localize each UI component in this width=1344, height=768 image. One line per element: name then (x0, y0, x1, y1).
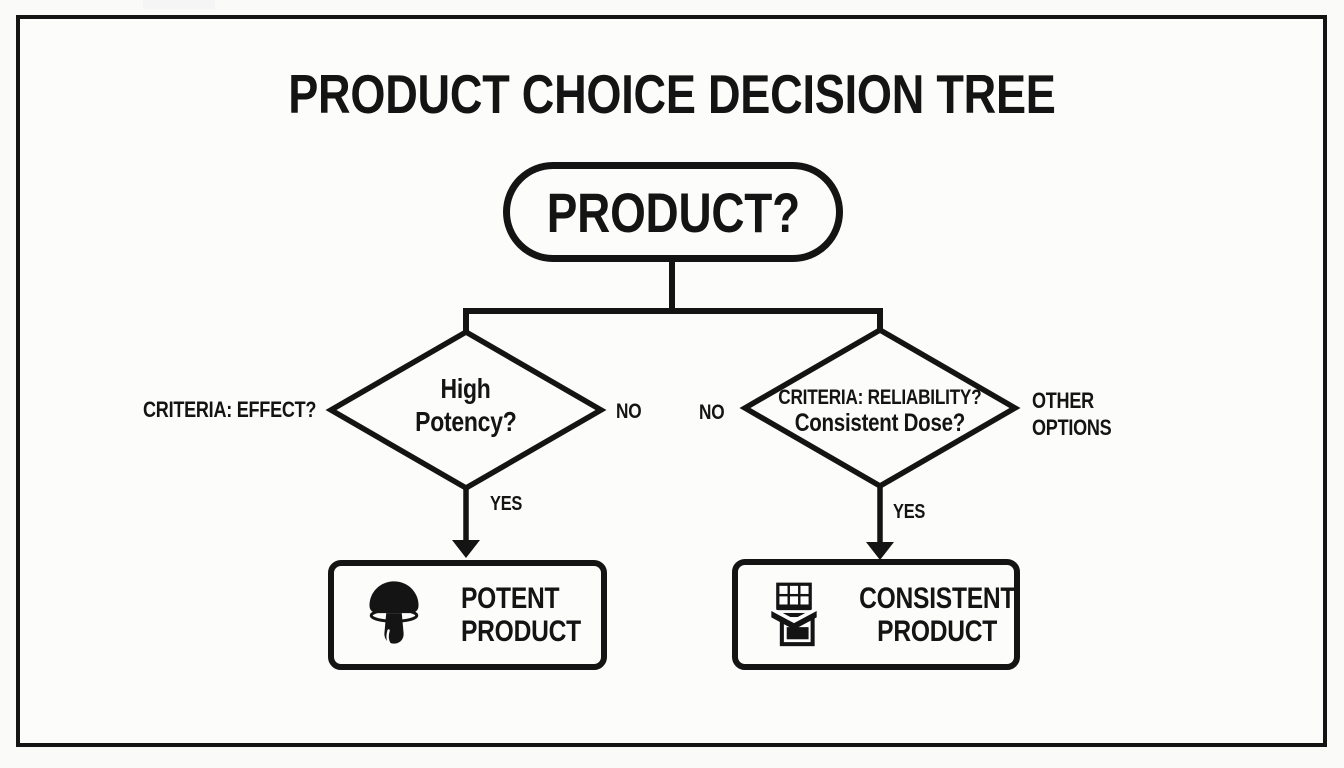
top-edge-artifact (143, 0, 215, 9)
no-label-right: NO (699, 401, 725, 424)
other-options-label: OTHER OPTIONS (1032, 388, 1112, 440)
page-title: PRODUCT CHOICE DECISION TREE (288, 63, 1056, 125)
yes-arrow-right (866, 486, 894, 560)
question-high-potency: High Potency? (415, 373, 517, 437)
root-node-product: PRODUCT? (503, 162, 843, 262)
result-box-potent-product: POTENT PRODUCT (328, 560, 607, 670)
result-box-consistent-product: CONSISTENT PRODUCT (732, 559, 1020, 670)
result-label-consistent: CONSISTENT PRODUCT (859, 581, 1016, 648)
chocolate-bar-icon (768, 581, 820, 649)
connector-lines (463, 258, 883, 340)
no-label-left: NO (616, 400, 642, 423)
criteria-effect-label: CRITERIA: EFFECT? (143, 397, 317, 422)
mushroom-icon (364, 579, 424, 652)
result-label-potent: POTENT PRODUCT (461, 582, 581, 648)
yes-label-right: YES (893, 501, 926, 523)
question-consistent-dose: CRITERIA: RELIABILITY? Consistent Dose? (778, 386, 982, 437)
yes-label-left: YES (490, 493, 523, 515)
outer-border (16, 15, 1327, 747)
yes-arrow-left (452, 488, 480, 558)
